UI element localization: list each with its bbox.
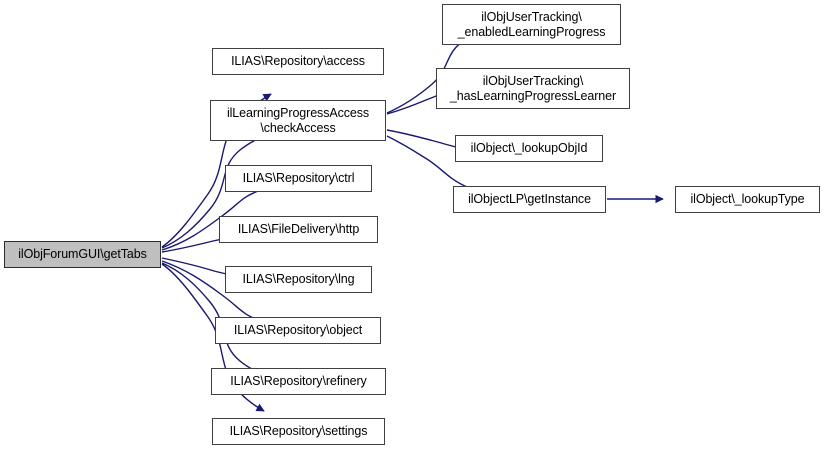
graph-node-ut_enabled_lp[interactable]: ilObjUserTracking\ _enabledLearningProgr…	[442, 4, 621, 45]
graph-node-label-repo_settings: ILIAS\Repository\settings	[229, 424, 368, 439]
graph-node-label-lp_get_instance: ilObjectLP\getInstance	[468, 192, 591, 207]
graph-node-label-repo_lng: ILIAS\Repository\lng	[242, 272, 355, 287]
graph-node-label-file_http: ILIAS\FileDelivery\http	[237, 222, 360, 237]
graph-node-lp_get_instance[interactable]: ilObjectLP\getInstance	[453, 186, 606, 213]
graph-node-ut_has_lp_learner[interactable]: ilObjUserTracking\ _hasLearningProgressL…	[436, 68, 630, 109]
graph-node-label-ut_enabled_lp: ilObjUserTracking\ _enabledLearningProgr…	[457, 10, 606, 39]
graph-node-label-repo_refinery: ILIAS\Repository\refinery	[230, 374, 367, 389]
graph-node-label-lp_check_access: ilLearningProgressAccess \checkAccess	[226, 106, 370, 135]
graph-node-repo_access[interactable]: ILIAS\Repository\access	[212, 48, 384, 75]
graph-node-label-repo_object: ILIAS\Repository\object	[233, 323, 363, 338]
graph-node-lp_check_access[interactable]: ilLearningProgressAccess \checkAccess	[210, 100, 386, 141]
graph-node-label-ut_has_lp_learner: ilObjUserTracking\ _hasLearningProgressL…	[449, 74, 617, 103]
graph-edge-lp_check_access-to-lookup_obj_id	[386, 129, 466, 152]
graph-node-repo_settings[interactable]: ILIAS\Repository\settings	[212, 418, 385, 445]
graph-node-repo_lng[interactable]: ILIAS\Repository\lng	[225, 266, 372, 293]
graph-node-lookup_type[interactable]: ilObject\_lookupType	[675, 186, 820, 213]
graph-node-label-lookup_type: ilObject\_lookupType	[690, 192, 805, 207]
graph-node-repo_ctrl[interactable]: ILIAS\Repository\ctrl	[225, 165, 372, 192]
graph-node-root[interactable]: ilObjForumGUI\getTabs	[4, 241, 161, 268]
graph-node-lookup_obj_id[interactable]: ilObject\_lookupObjId	[455, 135, 603, 162]
graph-node-label-repo_ctrl: ILIAS\Repository\ctrl	[242, 171, 355, 186]
graph-node-label-repo_access: ILIAS\Repository\access	[231, 54, 365, 69]
graph-node-repo_refinery[interactable]: ILIAS\Repository\refinery	[211, 368, 386, 395]
graph-node-file_http[interactable]: ILIAS\FileDelivery\http	[219, 216, 378, 243]
graph-node-label-root: ilObjForumGUI\getTabs	[18, 247, 147, 262]
graph-node-repo_object[interactable]: ILIAS\Repository\object	[215, 317, 381, 344]
graph-node-label-lookup_obj_id: ilObject\_lookupObjId	[470, 141, 588, 156]
